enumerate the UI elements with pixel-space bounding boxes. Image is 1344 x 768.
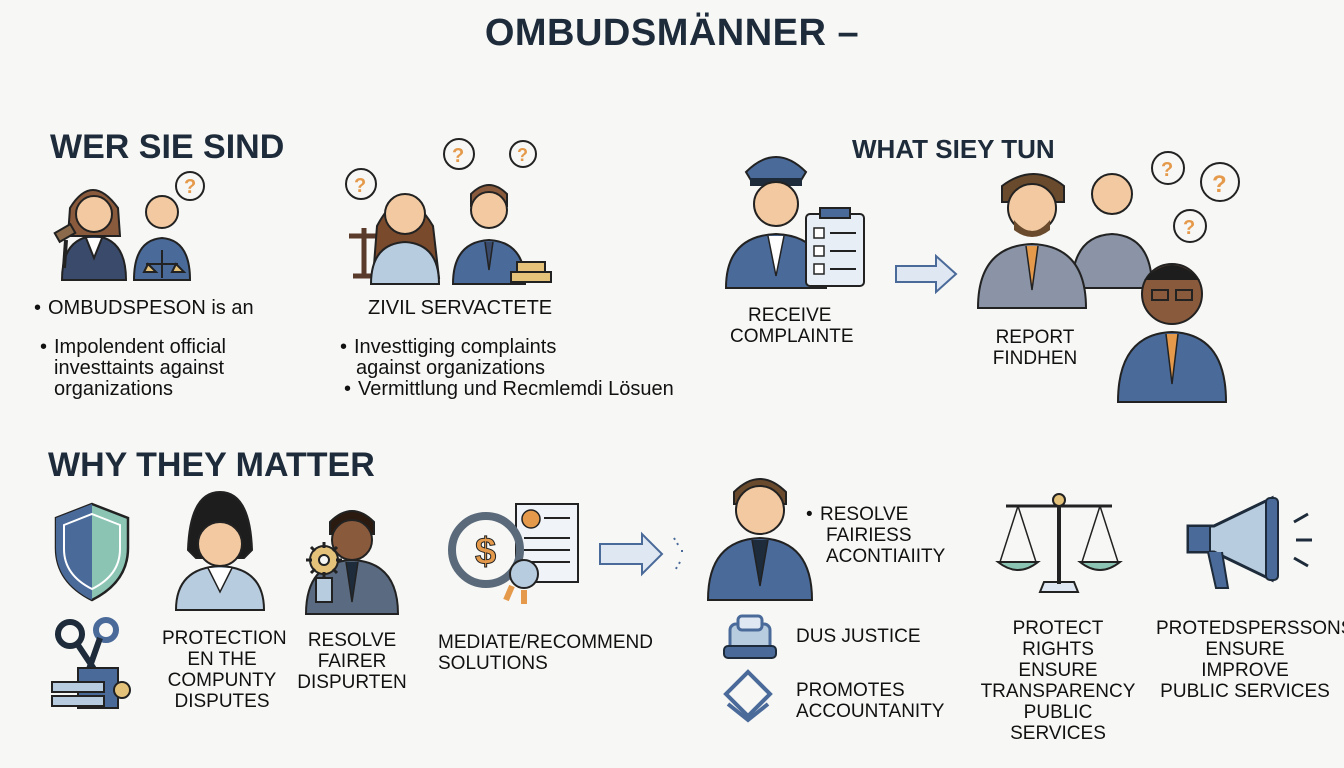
svg-text:?: ? [1212,171,1227,198]
arrow-right-icon-2 [599,531,683,577]
protection-line4: DISPUTES [174,691,270,712]
who-heading: WER SIE SIND [50,128,285,166]
arrow-right-icon [895,253,958,295]
protection-line1: PROTECTION [162,628,287,649]
protect-rights-label: PROTECT RIGHTS ENSURE TRANSPARENCY PUBLI… [976,618,1140,744]
svg-text:?: ? [452,145,464,167]
civil-label: ZIVIL SERVACTETE [368,297,553,319]
protection-label: PROTECTION EN THE COMPUNTY DISPUTES [162,628,287,712]
report-line2: FINDHEN [992,348,1078,369]
protect-line4: PUBLIC SERVICES [1010,702,1106,744]
scales-icon [995,493,1123,593]
receive-line2: COMPLAINTE [730,326,854,347]
protedspersons-line4: PUBLIC SERVICES [1160,681,1330,702]
civil-bullet-1: •Investtiging complaints against organiz… [340,336,557,379]
tools-stack-icon [51,617,131,709]
promotes-label: PROMOTES ACCOUNTANITY [796,680,944,722]
who-bullet-2-line3: organizations [54,378,173,400]
report-group-illustration: ? ? ? [976,151,1240,403]
receive-line1: RECEIVE [748,305,832,326]
man-avatar-illustration [706,478,814,601]
svg-text:$: $ [475,531,496,573]
shield-icon [54,502,130,602]
resolve2-label: •RESOLVE FAIRIESS ACONTIAIITY [806,504,946,567]
report-label: REPORT FINDHEN [980,327,1090,369]
protection-line3: COMPUNTY [167,670,277,691]
resolve-line3: DISPURTEN [297,672,407,693]
protedspersons-label: PROTEDSPERSSONS ENSURE IMPROVE PUBLIC SE… [1156,618,1344,702]
mediate-line2: SOLUTIONS [438,653,548,674]
protection-line2: EN THE [187,649,257,670]
promotes-line1: PROMOTES [796,680,905,701]
resolve-label: RESOLVE FAIRER DISPURTEN [290,630,414,693]
civil-servants-illustration: ? ? ? [345,138,552,285]
resolve2-line3: ACONTIAIITY [826,546,946,567]
svg-text:?: ? [354,175,366,197]
civil-bullet-1-line2: against organizations [356,357,546,379]
svg-text:?: ? [1183,217,1195,239]
who-bullet-2-line1: Impolendent official [54,336,226,358]
svg-text:?: ? [184,176,196,198]
resolve2-line2: FAIRIESS [826,525,912,546]
woman-avatar-illustration [174,490,266,611]
diamond-package-icon [723,669,773,723]
promotes-line2: ACCOUNTANITY [796,701,945,722]
robot-justice-icon [723,614,777,659]
mediate-document-illustration: $ [448,503,579,604]
civil-bullet-1-line1: Investtiging complaints [354,336,557,358]
protect-line1: PROTECT RIGHTS [1012,618,1104,660]
svg-text:?: ? [1161,159,1173,181]
civil-bullet-2-text: Vermittlung und Recmlemdi Lösuen [358,378,674,400]
protect-line3: TRANSPARENCY [980,681,1136,702]
man-gear-illustration [304,510,400,615]
page-title: OMBUDSMÄNNER – [484,12,860,54]
who-bullet-2: •Impolendent official investtaints again… [40,336,226,400]
resolve2-line1: RESOLVE [820,504,909,525]
who-bullet-2-line2: investtaints against [54,357,225,379]
officer-clipboard-illustration [724,156,865,289]
resolve-line2: FAIRER [317,651,387,672]
mediate-label: MEDIATE/RECOMMEND SOLUTIONS [438,632,653,674]
receive-label: RECEIVE COMPLAINTE [730,305,854,347]
civil-bullet-2: •Vermittlung und Recmlemdi Lösuen [344,378,674,400]
who-bullet-1-text: OMBUDSPESON is an [48,297,254,319]
protedspersons-line1: PROTEDSPERSSONS [1156,618,1344,639]
protedspersons-line3: IMPROVE [1201,660,1289,681]
who-bullet-1: •OMBUDSPESON is an [34,297,254,319]
megaphone-icon [1186,495,1312,589]
ombudsperson-pair-illustration: ? [53,171,205,281]
justice-label: DUS JUSTICE [796,626,921,647]
report-line1: REPORT [995,327,1075,348]
protect-line2: ENSURE [1018,660,1098,681]
what-heading: WHAT SIEY TUN [852,134,1055,164]
svg-text:?: ? [517,145,528,165]
why-heading: WHY THEY MATTER [48,446,375,484]
resolve-line1: RESOLVE [307,630,397,651]
protedspersons-line2: ENSURE [1205,639,1285,660]
mediate-line1: MEDIATE/RECOMMEND [438,632,653,653]
